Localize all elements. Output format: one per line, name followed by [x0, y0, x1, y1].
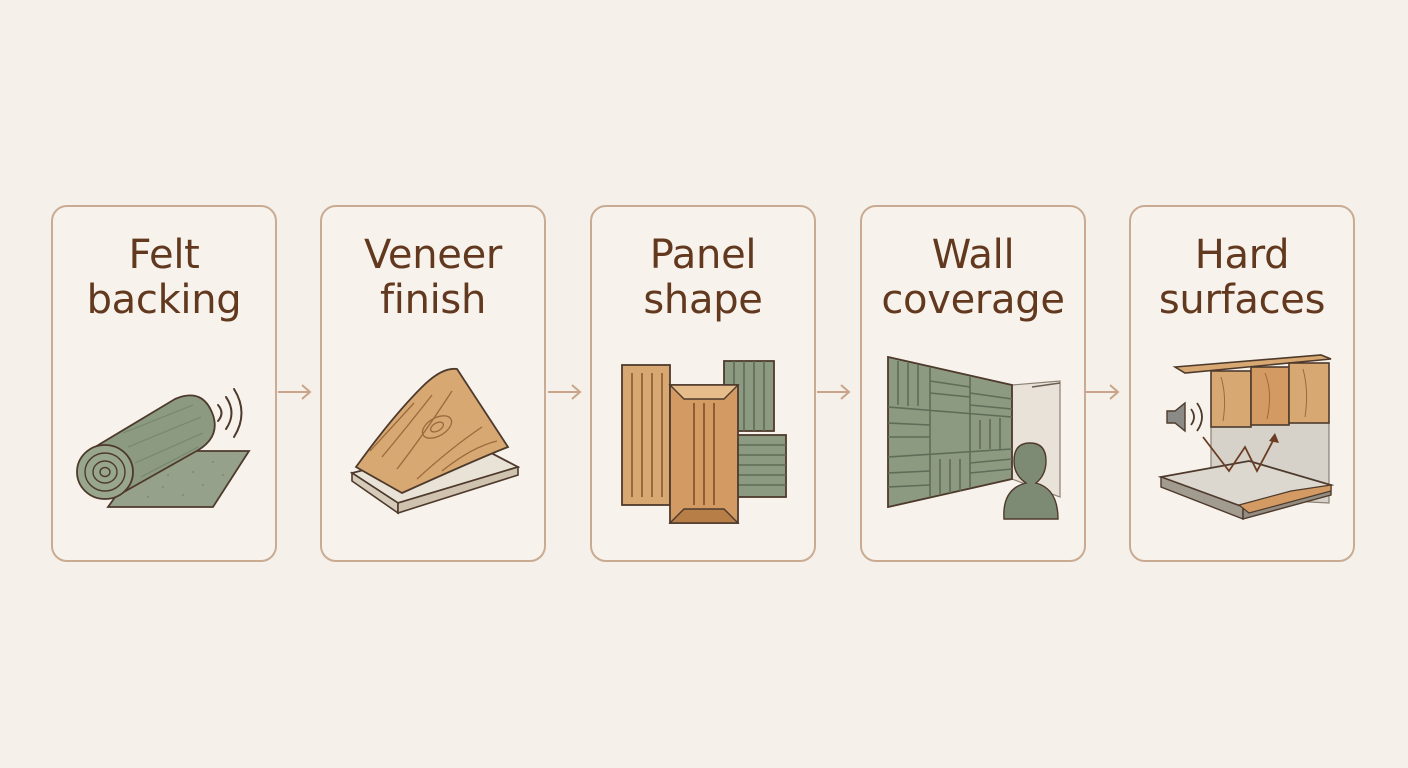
step-title-line1: Wall: [931, 232, 1015, 278]
slatted-panels-icon: [621, 360, 787, 524]
step-title-line2: finish: [379, 277, 487, 323]
step-title-line2: surfaces: [1158, 277, 1326, 323]
step-title-line1: Hard: [1194, 232, 1290, 278]
felt-roll-icon: [76, 388, 251, 508]
step-card-hard-surfaces: Hard surfaces: [1129, 205, 1355, 562]
sound-reflection-room-icon: [1157, 354, 1335, 521]
step-title-line2: shape: [643, 277, 763, 323]
arrow-right-icon: [278, 384, 312, 400]
step-title-line1: Veneer: [363, 232, 503, 278]
arrow-right-icon: [548, 384, 582, 400]
step-title: Felt backing: [53, 233, 275, 323]
arrow-right-icon: [1086, 384, 1120, 400]
step-title-line2: backing: [86, 277, 242, 323]
step-title-line2: coverage: [881, 277, 1065, 323]
step-title: Veneer finish: [322, 233, 544, 323]
step-card-felt-backing: Felt backing: [51, 205, 277, 562]
step-title: Panel shape: [592, 233, 814, 323]
step-title-line1: Panel: [649, 232, 757, 278]
step-card-wall-coverage: Wall coverage: [860, 205, 1086, 562]
step-title: Hard surfaces: [1131, 233, 1353, 323]
step-card-panel-shape: Panel shape: [590, 205, 816, 562]
arrow-right-icon: [817, 384, 851, 400]
step-card-veneer-finish: Veneer finish: [320, 205, 546, 562]
wall-panels-with-person-icon: [887, 355, 1061, 520]
step-title: Wall coverage: [862, 233, 1084, 323]
wood-veneer-sheet-icon: [349, 367, 521, 515]
step-title-line1: Felt: [128, 232, 200, 278]
